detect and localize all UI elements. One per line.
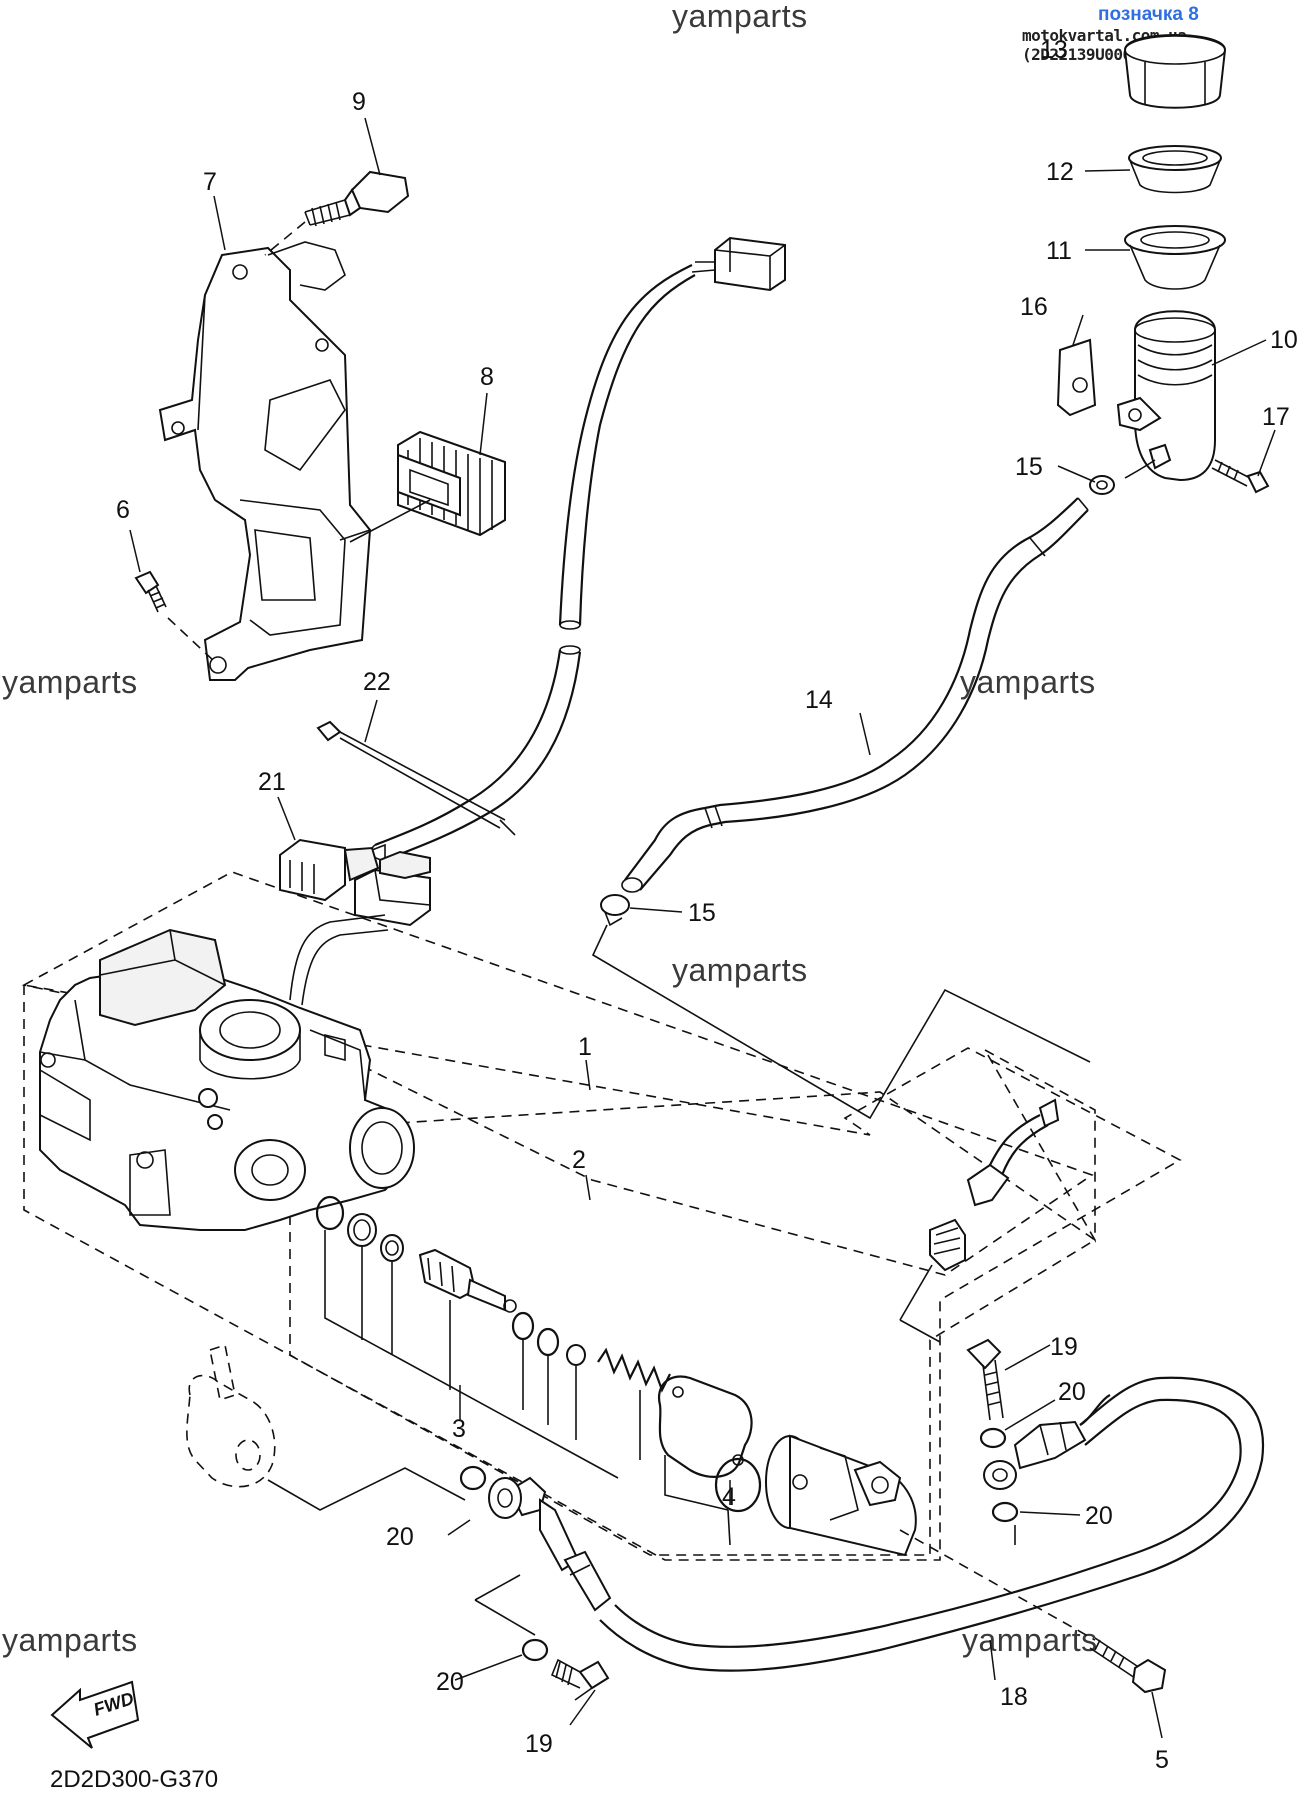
reservoir-cap-part-13 [1123, 34, 1227, 109]
callout-20-left: 20 [386, 1523, 414, 1551]
washer-part-20-a [979, 1427, 1007, 1449]
screw-part-6 [134, 570, 167, 613]
watermark-left-bottom: yamparts [2, 1622, 138, 1658]
fwd-arrow-icon: FWD [50, 1680, 140, 1749]
callout-1: 1 [578, 1033, 592, 1061]
reference-master-cylinder [186, 1343, 466, 1511]
bolt-part-9 [304, 170, 410, 227]
header-link[interactable]: позначка 8 [1098, 4, 1199, 25]
cylinder-body-part-1 [39, 914, 415, 1231]
hose-clip-part-15-lower [600, 894, 630, 927]
connector-part-21 [279, 838, 431, 927]
watermark-right-bottom: yamparts [962, 1622, 1098, 1658]
piston-kit-part-3 [315, 1195, 671, 1479]
callout-12: 12 [1046, 158, 1074, 186]
union-bolt-part-19-lower [550, 1658, 610, 1701]
callout-19-upper: 19 [1050, 1333, 1078, 1361]
watermark-top: yamparts [672, 0, 808, 34]
watermark-left-mid: yamparts [2, 664, 138, 700]
assembly-boundary-outer [23, 984, 1182, 1561]
callout-3: 3 [452, 1415, 466, 1443]
rectifier-part-8 [397, 430, 506, 537]
callout-5: 5 [1155, 1746, 1169, 1774]
reservoir-hose-part-14 [621, 497, 1089, 893]
washer-part-20-d [521, 1638, 549, 1662]
cable-tie-part-22 [316, 720, 516, 836]
callout-16: 16 [1020, 293, 1048, 321]
callout-7: 7 [203, 168, 217, 196]
callout-2: 2 [572, 1146, 586, 1174]
bracket-plate-part-16 [1056, 338, 1097, 417]
diaphragm-plate-part-11 [1124, 225, 1226, 290]
bolt-part-5 [1089, 1637, 1167, 1694]
bracket-part-7 [158, 241, 372, 681]
callout-20-bottom: 20 [436, 1668, 464, 1696]
callout-17: 17 [1262, 403, 1290, 431]
diagram-code: 2D2D300-G370 [50, 1766, 219, 1793]
callout-4: 4 [722, 1483, 736, 1511]
assembly-boundary-1 [21, 871, 1094, 1276]
screw-part-17 [1211, 459, 1270, 494]
callout-21: 21 [258, 768, 286, 796]
callout-8: 8 [480, 363, 494, 391]
union-bolt-part-19-upper [966, 1338, 1004, 1421]
callout-20-right-lower: 20 [1085, 1502, 1113, 1530]
callout-14: 14 [805, 686, 833, 714]
diaphragm-part-12 [1128, 145, 1222, 194]
hose-banjo-lower [488, 1476, 612, 1612]
watermark-right-mid: yamparts [960, 664, 1096, 700]
callout-15-upper: 15 [1015, 453, 1043, 481]
callout-19-lower: 19 [525, 1730, 553, 1758]
bleeder-valve [929, 1098, 1060, 1272]
callout-22: 22 [363, 668, 391, 696]
callout-10: 10 [1270, 326, 1298, 354]
watermark-center: yamparts [672, 952, 808, 988]
washer-part-20-b [991, 1501, 1019, 1523]
assembly-boundary-2 [289, 1091, 1097, 1556]
hose-clip-part-15-upper [1089, 475, 1115, 495]
assembly-boundary-inner [982, 1047, 1096, 1243]
clutch-hose-part-18 [599, 1376, 1265, 1672]
callout-20-right-upper: 20 [1058, 1378, 1086, 1406]
callout-18: 18 [1000, 1683, 1028, 1711]
callout-15-lower: 15 [688, 899, 716, 927]
hose-banjo-upper [983, 1460, 1017, 1490]
washer-part-20-c [459, 1465, 487, 1491]
slave-cylinder [765, 1434, 917, 1557]
gasket-part-4 [657, 1375, 762, 1546]
callout-11: 11 [1046, 237, 1072, 265]
callout-6: 6 [116, 496, 130, 524]
wire-harness-upper [370, 236, 786, 862]
callout-13: 13 [1040, 36, 1068, 64]
reservoir-part-10 [1116, 310, 1216, 482]
callout-9: 9 [352, 88, 366, 116]
